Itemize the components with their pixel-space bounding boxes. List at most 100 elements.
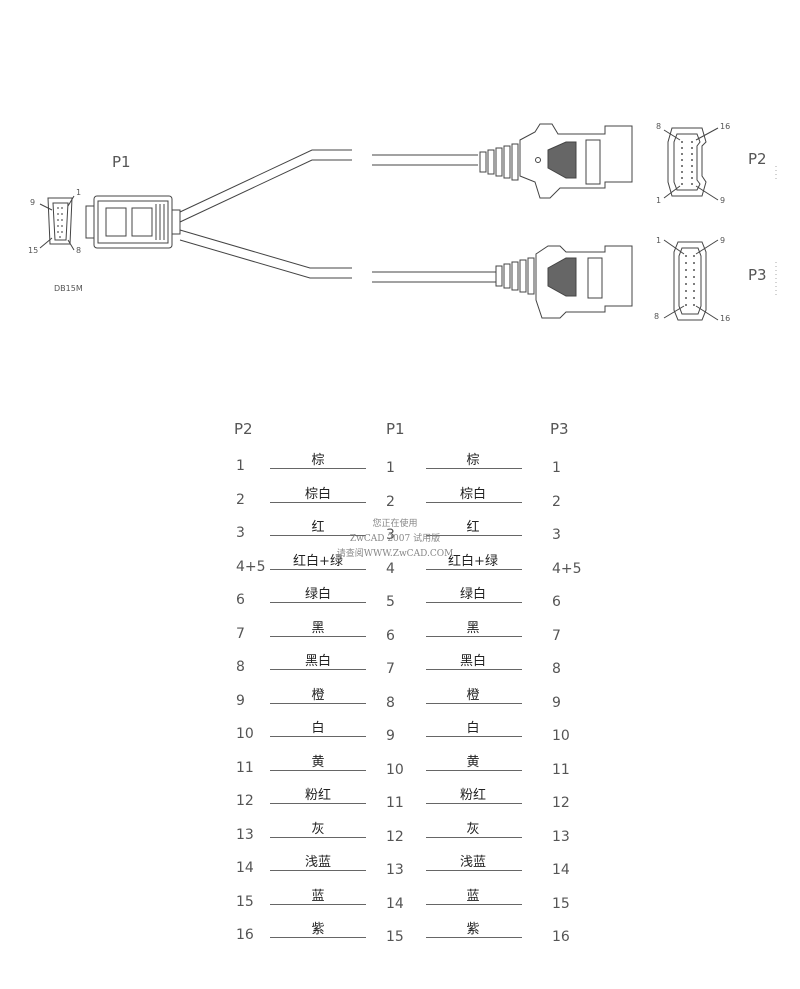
wire-color-right: 黑 bbox=[466, 620, 480, 636]
wire-line-left bbox=[270, 535, 366, 536]
wire-line-left bbox=[270, 870, 366, 871]
obd-face-p3 bbox=[663, 239, 719, 321]
p3-pin: 4+5 bbox=[552, 560, 582, 577]
p1-pin: 13 bbox=[386, 862, 404, 878]
p3-pin: 1 bbox=[552, 460, 561, 476]
wire-line-right bbox=[426, 635, 522, 637]
wire-color-left: 灰 bbox=[311, 821, 325, 837]
wire-line-right bbox=[426, 702, 522, 704]
p1-pin: 9 bbox=[386, 728, 395, 744]
p3-pin-label: 8 bbox=[654, 312, 660, 321]
wire-color-left: 蓝 bbox=[311, 888, 325, 904]
db15-pin-label: 9 bbox=[30, 198, 36, 207]
wire-line-right bbox=[426, 501, 522, 503]
p2-pin-label: 9 bbox=[720, 196, 726, 205]
wire-color-left: 棕白 bbox=[304, 486, 332, 502]
p2-pin: 12 bbox=[236, 793, 254, 809]
p1-label: P1 bbox=[112, 153, 131, 171]
wire-line-left bbox=[270, 769, 366, 771]
obd-connector-p2 bbox=[479, 123, 633, 199]
p3-pin: 13 bbox=[552, 828, 570, 845]
wire-color-left: 红白+绿 bbox=[293, 553, 343, 569]
wire-color-left: 白 bbox=[311, 721, 325, 736]
p3-pin: 16 bbox=[552, 929, 570, 945]
db15-pin-label: 8 bbox=[76, 246, 82, 255]
wire-color-right: 黑白 bbox=[459, 654, 487, 669]
obd-connector-p3 bbox=[495, 245, 633, 319]
wire-line-right bbox=[426, 468, 522, 469]
p1-pin: 8 bbox=[386, 694, 395, 711]
p3-pin: 10 bbox=[552, 728, 570, 744]
wire-line-right bbox=[426, 836, 522, 838]
wire-color-right: 棕白 bbox=[459, 486, 487, 502]
p1-pin: 4 bbox=[386, 560, 395, 577]
db15m-label: DB15M bbox=[54, 284, 83, 293]
p2-pin-label: 16 bbox=[720, 122, 731, 131]
p2-pin: 2 bbox=[236, 491, 245, 508]
wire-color-right: 紫 bbox=[466, 922, 480, 937]
p1-pin: 7 bbox=[386, 661, 395, 677]
watermark-line: 您正在使用 bbox=[372, 519, 418, 529]
p1-pin: 12 bbox=[386, 828, 404, 845]
p1-pin: 6 bbox=[386, 627, 395, 644]
wire-color-left: 棕 bbox=[311, 453, 325, 468]
wire-line-left bbox=[270, 736, 366, 737]
p3-pin: 12 bbox=[552, 795, 570, 811]
p1-pin: 15 bbox=[386, 929, 404, 945]
wire-color-left: 黑白 bbox=[304, 654, 332, 669]
wire-color-right: 红 bbox=[466, 520, 480, 535]
wire-line-left bbox=[270, 836, 366, 838]
wire-color-left: 红 bbox=[311, 520, 325, 535]
p3-pin: 3 bbox=[552, 527, 561, 543]
wire-color-right: 棕 bbox=[466, 453, 480, 468]
db15-pin-label: 15 bbox=[28, 246, 39, 255]
wire-color-right: 灰 bbox=[466, 821, 480, 837]
wire-line-left bbox=[270, 568, 366, 570]
p2-pin: 15 bbox=[236, 893, 254, 910]
p3-pin: 11 bbox=[552, 761, 570, 778]
wire-color-right: 白 bbox=[466, 721, 480, 736]
wire-line-right bbox=[426, 568, 522, 570]
wire-color-right: 粉红 bbox=[459, 788, 487, 803]
wire-line-right bbox=[426, 803, 522, 804]
p2-pin: 16 bbox=[236, 927, 254, 943]
watermark-line: 请查阅WWW.ZwCAD.COM bbox=[336, 549, 454, 559]
wire-line-left bbox=[270, 903, 366, 905]
p3-pin: 7 bbox=[552, 627, 561, 644]
cable-drawing bbox=[39, 123, 777, 321]
p1-pin: 11 bbox=[386, 795, 404, 811]
table-header-p1: P1 bbox=[386, 420, 405, 438]
p2-pin: 9 bbox=[236, 692, 245, 709]
cable-to-p2 bbox=[179, 149, 478, 223]
wire-line-right bbox=[426, 870, 522, 871]
db15-face bbox=[39, 195, 75, 251]
p1-pin: 2 bbox=[386, 493, 395, 510]
wire-color-right: 蓝 bbox=[466, 888, 480, 904]
p3-pin: 9 bbox=[552, 694, 561, 711]
p3-pin-label: 9 bbox=[720, 236, 726, 245]
wire-color-right: 绿白 bbox=[459, 587, 487, 602]
wire-color-right: 红白+绿 bbox=[448, 553, 498, 569]
p2-pin-label: 8 bbox=[656, 122, 662, 131]
wire-color-left: 粉红 bbox=[304, 788, 332, 803]
p2-pin: 11 bbox=[236, 759, 254, 776]
wire-line-right bbox=[426, 535, 522, 536]
p3-pin: 15 bbox=[552, 895, 570, 912]
p2-pin: 3 bbox=[236, 525, 245, 541]
p1-pin: 10 bbox=[386, 761, 404, 778]
p2-pin: 6 bbox=[236, 592, 245, 608]
wire-line-right bbox=[426, 769, 522, 771]
wire-color-left: 浅蓝 bbox=[304, 855, 332, 870]
wire-line-left bbox=[270, 501, 366, 503]
p3-pin: 8 bbox=[552, 661, 561, 677]
wire-line-left bbox=[270, 669, 366, 670]
p3-pin: 14 bbox=[552, 862, 570, 878]
wire-line-right bbox=[426, 602, 522, 603]
wire-line-left bbox=[270, 602, 366, 603]
p2-pin: 14 bbox=[236, 860, 254, 876]
db15-pin-label: 1 bbox=[76, 188, 82, 197]
wire-color-right: 橙 bbox=[466, 687, 480, 703]
p2-pin: 4+5 bbox=[236, 558, 266, 575]
wire-line-left bbox=[270, 635, 366, 637]
wire-line-right bbox=[426, 937, 522, 938]
